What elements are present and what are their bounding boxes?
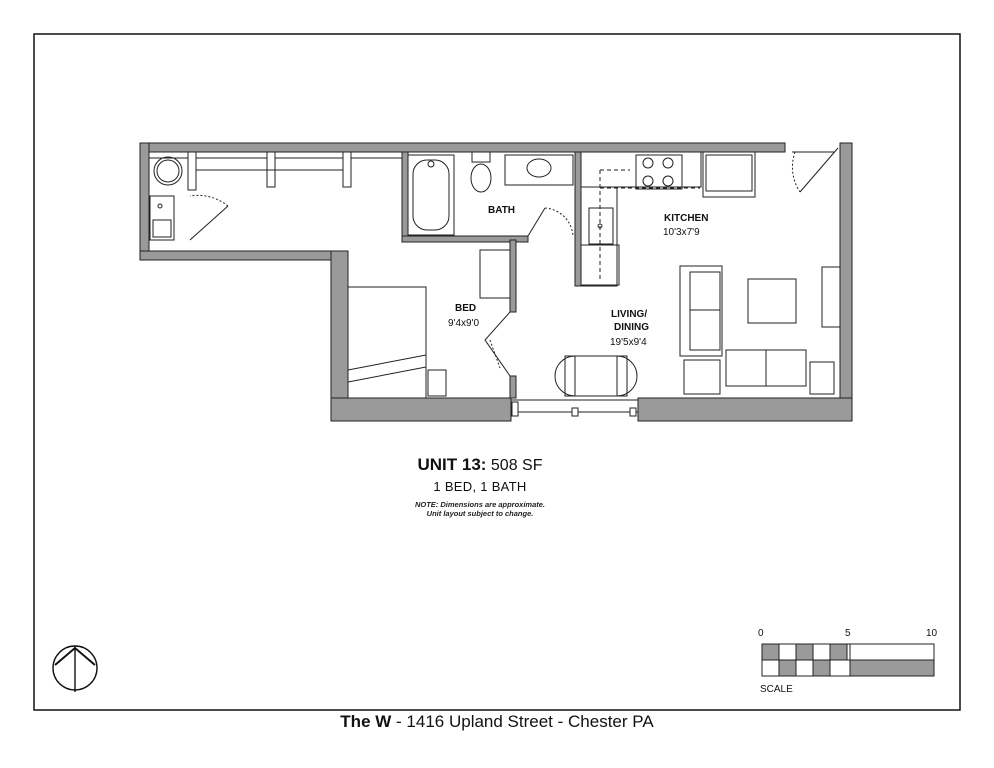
building-name: The W (340, 712, 392, 731)
closet-fixtures (149, 151, 402, 241)
unit-number: UNIT 13: (417, 455, 487, 474)
street-address: - 1416 Upland Street - Chester PA (396, 712, 654, 731)
utility-fixtures (149, 156, 183, 241)
sheet-border (33, 33, 961, 711)
scale-tick-0: 0 (758, 628, 764, 639)
scale-tick-5: 5 (845, 628, 851, 639)
kitchen-dims: 10'3x7'9 (663, 227, 700, 238)
unit-note: NOTE: Dimensions are approximate. Unit l… (330, 500, 630, 518)
bed-furniture (347, 249, 511, 399)
footer-address: The W - 1416 Upland Street - Chester PA (0, 712, 994, 732)
living-furniture (554, 265, 841, 397)
bath-fixtures (407, 151, 574, 237)
scale-bar (761, 643, 935, 677)
living-label-line2: DINING (614, 322, 649, 333)
exterior-walls (139, 142, 853, 422)
bath-label: BATH (488, 205, 515, 216)
unit-config: 1 BED, 1 BATH (433, 479, 527, 494)
scale-label: SCALE (760, 684, 793, 695)
north-arrow-icon (52, 645, 98, 692)
unit-note-line1: NOTE: Dimensions are approximate. (414, 500, 546, 509)
unit-title: UNIT 13: 508 SF (330, 455, 630, 475)
interior-walls (401, 151, 582, 399)
bed-dims: 9'4x9'0 (448, 318, 480, 329)
window (511, 399, 638, 417)
living-label-line1: LIVING/ (611, 309, 647, 320)
unit-note-line2: Unit layout subject to change. (426, 509, 534, 518)
kitchen-label: KITCHEN (664, 213, 708, 224)
unit-area: 508 SF (490, 457, 543, 474)
kitchen-fixtures (580, 147, 839, 287)
scale-tick-10: 10 (926, 628, 938, 639)
living-dims: 19'5x9'4 (610, 337, 647, 348)
bed-label: BED (455, 303, 476, 314)
